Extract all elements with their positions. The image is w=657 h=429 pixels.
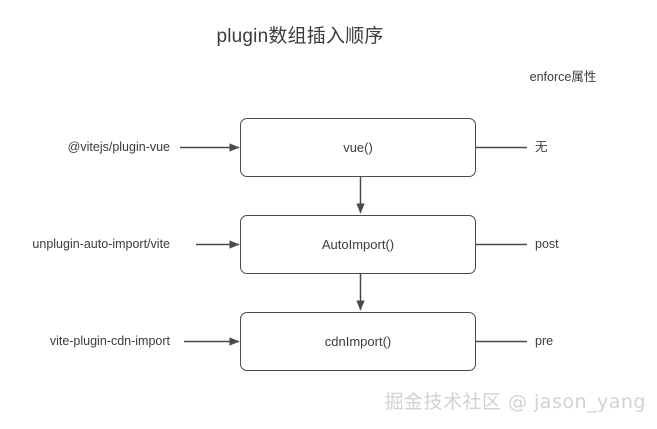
enforce-column-header: enforce属性 (529, 70, 597, 84)
enforce-value-row-1: post (535, 237, 559, 251)
node-box-vue: vue() (240, 118, 476, 177)
node-label: AutoImport() (321, 236, 395, 252)
enforce-value-row-2: pre (535, 334, 554, 348)
page-title: plugin数组插入顺序 (216, 26, 384, 47)
node-box-autoimport: AutoImport() (240, 215, 476, 274)
source-label-row-0: @vitejs/plugin-vue (0, 138, 176, 156)
source-label-row-1: unplugin-auto-import/vite (0, 235, 176, 253)
node-label: vue() (343, 139, 373, 155)
source-label-text: @vitejs/plugin-vue (67, 140, 170, 154)
node-label: cdnImport() (324, 333, 392, 349)
source-label-text: vite-plugin-cdn-import (49, 334, 170, 348)
source-label-row-2: vite-plugin-cdn-import (0, 332, 176, 350)
node-box-cdnimport: cdnImport() (240, 312, 476, 371)
source-label-text: unplugin-auto-import/vite (32, 237, 170, 251)
watermark: 掘金技术社区 @ jason_yang (384, 391, 646, 413)
enforce-value-row-0: 无 (535, 140, 548, 154)
